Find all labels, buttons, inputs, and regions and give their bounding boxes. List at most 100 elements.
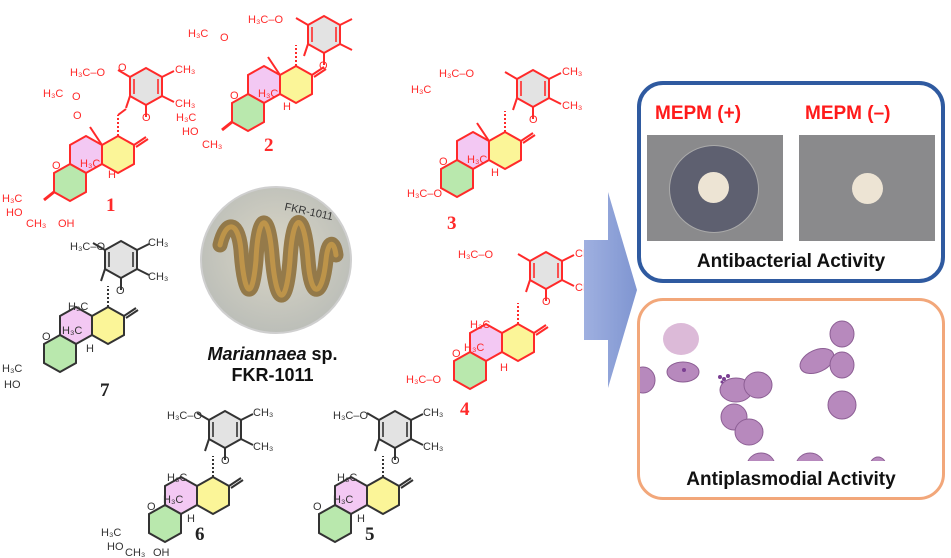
svg-text:H₃C: H₃C [101,527,121,539]
svg-text:H₃C: H₃C [470,319,490,331]
svg-text:O: O [319,60,328,72]
svg-text:H: H [187,513,195,525]
compound-4-structure: H₃C H₃C H₃C–O CH₃ CH₃ O O H H₃C–O 4 [406,248,595,420]
compound-2-label: 2 [264,135,274,156]
right-arrow-icon [584,192,637,388]
red-blood-cell [829,351,855,379]
svg-text:O: O [542,296,551,308]
svg-text:H₃C: H₃C [337,472,357,484]
svg-text:H: H [283,101,291,113]
svg-text:H₃C: H₃C [2,193,22,205]
mepm-negative-label: MEPM (–) [805,103,891,124]
svg-text:CH₃: CH₃ [202,139,222,151]
antiplasmodial-title: Antiplasmodial Activity [686,469,896,490]
mepm-positive-plate [647,135,783,241]
antibacterial-title: Antibacterial Activity [696,251,886,272]
svg-text:H₃C: H₃C [163,494,183,506]
organism-name: Mariannaea sp. FKR-1011 [205,344,340,386]
svg-text:CH₃: CH₃ [253,407,273,419]
svg-text:H₃C: H₃C [2,363,22,375]
svg-text:H₃C: H₃C [80,158,100,170]
svg-text:CH₃: CH₃ [562,66,582,78]
svg-text:CH₃: CH₃ [423,407,443,419]
svg-text:H₃C: H₃C [68,301,88,313]
compound-5-label: 5 [365,524,375,545]
svg-text:HO: HO [6,207,23,219]
svg-text:O: O [147,501,156,513]
antibacterial-panel: MEPM (+) MEPM (–) Antibacterial Activity [637,81,945,283]
svg-text:O: O [230,90,239,102]
svg-text:O: O [391,455,400,467]
red-blood-cell [799,347,835,375]
svg-text:OH: OH [58,218,75,230]
red-blood-cell [827,390,857,420]
svg-text:H₃C: H₃C [176,112,196,124]
compound-2-structure: H₃C H₃C–O O H₃C O O H H₃C HO CH₃ 2 [176,14,353,156]
svg-text:CH₃: CH₃ [148,271,168,283]
svg-text:O: O [42,331,51,343]
svg-text:H: H [500,362,508,374]
red-blood-cell [743,371,773,399]
svg-text:O: O [221,455,230,467]
red-blood-cell [747,452,775,461]
svg-text:H₃C–O: H₃C–O [406,374,441,386]
svg-text:O: O [73,110,82,122]
compound-structures: H₃C O H₃C–O CH₃ CH₃ O H₃C O O O H H₃C HO… [2,14,595,558]
mepm-negative-plate [799,135,935,241]
svg-text:H: H [108,169,116,181]
svg-text:CH₃: CH₃ [175,64,195,76]
svg-text:HO: HO [4,379,21,391]
red-blood-cell [663,323,699,355]
svg-text:O: O [116,285,125,297]
compound-4-label: 4 [460,399,470,420]
red-blood-cell [829,320,855,348]
svg-text:H: H [357,513,365,525]
blood-smear-image [640,320,886,461]
compound-7-label: 7 [100,380,110,401]
petri-dish-photo: FKR-1011 [200,186,352,334]
svg-text:H₃C–O: H₃C–O [70,67,105,79]
svg-text:H₃C–O: H₃C–O [458,249,493,261]
compound-6-label: 6 [195,524,205,545]
svg-text:H: H [491,167,499,179]
svg-text:H₃C: H₃C [43,88,63,100]
parasite [718,375,722,379]
svg-text:H₃C: H₃C [467,154,487,166]
svg-text:HO: HO [182,126,199,138]
svg-text:O: O [52,160,61,172]
svg-text:O: O [118,62,127,74]
svg-text:H₃C–O: H₃C–O [70,241,105,253]
compound-6-structure: H₃C H₃C H₃C–O CH₃ CH₃ O O H H₃C HO CH₃ O… [101,407,273,558]
svg-text:CH₃: CH₃ [253,441,273,453]
svg-text:OH: OH [153,547,170,558]
svg-text:H₃C: H₃C [411,84,431,96]
svg-text:O: O [452,348,461,360]
svg-text:H₃C–O: H₃C–O [439,68,474,80]
organism-genus: Mariannaea [207,344,307,364]
svg-text:H₃C: H₃C [62,325,82,337]
svg-text:O: O [220,32,229,44]
compound-5-structure: H₃C H₃C H₃C–O CH₃ CH₃ O O H 5 [313,407,443,545]
svg-text:H₃C: H₃C [188,28,208,40]
svg-text:O: O [529,114,538,126]
svg-text:CH₃: CH₃ [175,98,195,110]
svg-text:O: O [313,501,322,513]
svg-text:H₃C: H₃C [167,472,187,484]
svg-text:O: O [142,112,151,124]
svg-text:CH₃: CH₃ [148,237,168,249]
red-blood-cell [734,418,764,446]
svg-text:CH₃: CH₃ [26,218,46,230]
compound-3-structure: H₃C H₃C–O CH₃ CH₃ O H₃C O H H₃C–O 3 [407,66,582,234]
svg-text:CH₃: CH₃ [125,547,145,558]
svg-text:O: O [72,91,81,103]
mepm-positive-label: MEPM (+) [655,103,742,124]
svg-text:CH₃: CH₃ [423,441,443,453]
organism-suffix: sp. [306,344,338,364]
parasite [682,368,686,372]
svg-text:H₃C: H₃C [258,88,278,100]
svg-text:H₃C–O: H₃C–O [333,410,368,422]
compound-1-label: 1 [106,195,116,216]
svg-text:H₃C–O: H₃C–O [407,188,442,200]
svg-text:HO: HO [107,541,124,553]
red-blood-cell [870,456,886,461]
